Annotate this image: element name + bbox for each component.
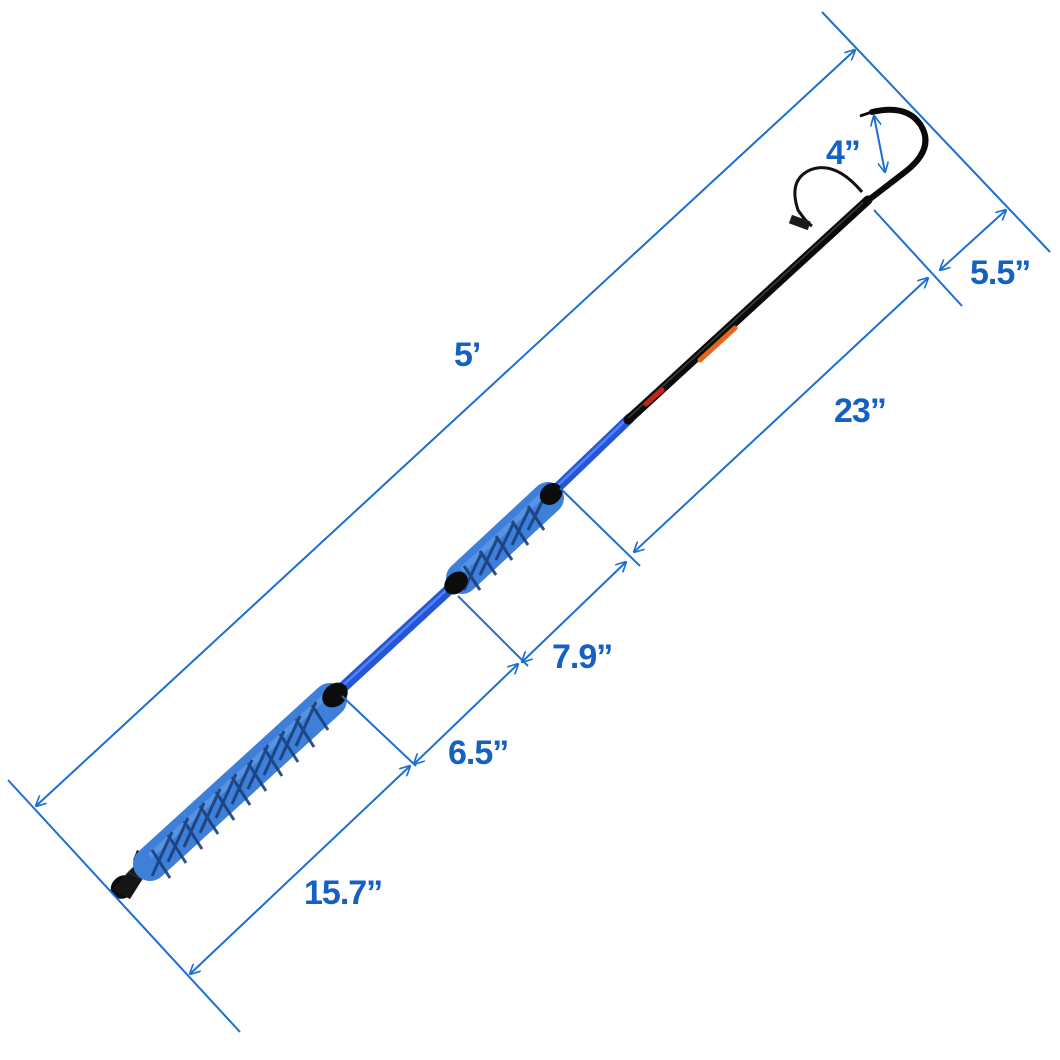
label-upper-gap: 7.9” [552, 638, 612, 676]
front-grip [444, 482, 564, 595]
gaff [110, 106, 929, 899]
dim-shaft [634, 278, 928, 552]
dim-lower-gap [414, 664, 518, 764]
ext-line-hook-base [873, 209, 963, 307]
label-hook: 4” [826, 134, 860, 172]
gaff-hook [863, 106, 929, 205]
label-shaft: 23” [834, 392, 886, 430]
ext-line-front-grip-bottom [457, 595, 529, 667]
label-rear-grip: 15.7” [304, 874, 382, 912]
black-shaft [623, 195, 873, 425]
upper-blank [550, 413, 635, 495]
label-overall: 5’ [454, 336, 480, 374]
ext-line-bottom [7, 779, 241, 1033]
dimension-labels: 5’ 4” 5.5” 23” 7.9” 6.5” 15.7” [304, 134, 1031, 912]
ext-line-top [821, 11, 1051, 253]
dim-overall [36, 50, 855, 806]
lower-blank [334, 578, 461, 696]
dimension-lines [7, 11, 1051, 1033]
ext-line-rear-grip-top [341, 695, 417, 767]
dim-hook [874, 116, 885, 172]
dim-rear-grip [190, 766, 410, 974]
dim-upper-gap [522, 562, 626, 662]
label-lower-gap: 6.5” [448, 734, 508, 772]
label-hook-shaft: 5.5” [970, 254, 1030, 292]
dim-hook-shaft [940, 210, 1006, 270]
ext-line-front-grip-top [559, 487, 641, 567]
